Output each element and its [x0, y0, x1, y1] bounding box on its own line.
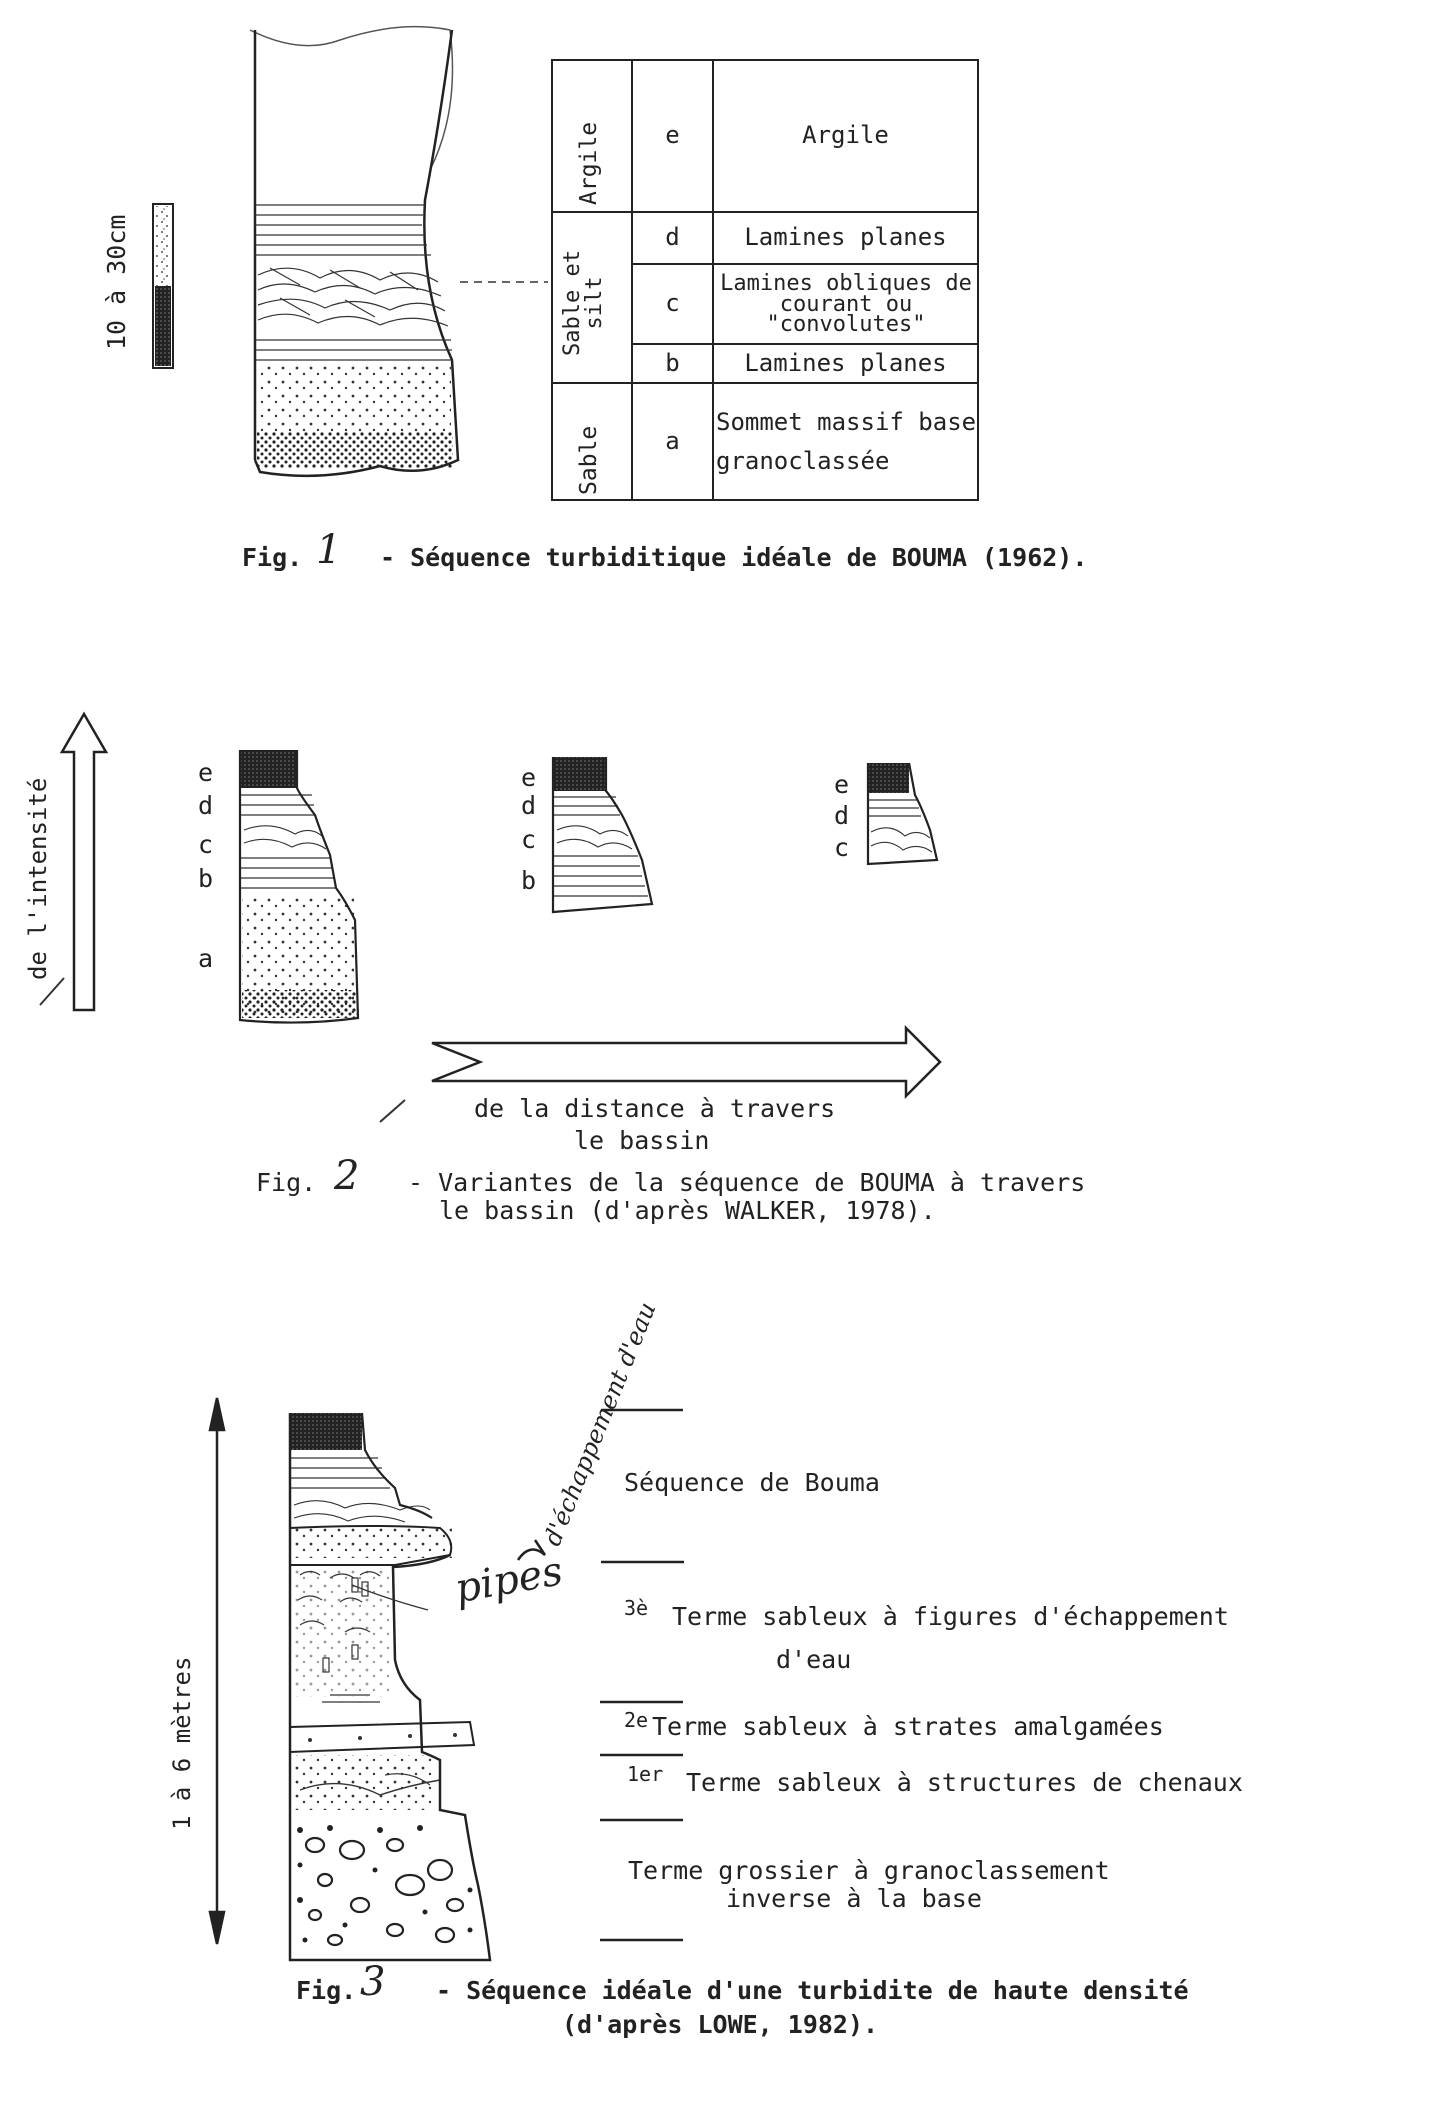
- fig1-column: [249, 25, 460, 478]
- fig2-distance-label-2: le bassin: [574, 1126, 710, 1155]
- fig3-caption-number: 3: [360, 1959, 386, 2005]
- fig1-caption-prefix: Fig.: [242, 543, 303, 572]
- fig2-col2-b: b: [521, 866, 537, 895]
- fig1-code-c: c: [665, 289, 680, 318]
- fig3-caption-line1: - Séquence idéale d'une turbidite de hau…: [436, 1976, 1189, 2005]
- fig1-group-sable: Sable: [576, 425, 602, 495]
- fig2-col3-d: d: [834, 801, 850, 830]
- fig3-term3-line2: d'eau: [776, 1645, 852, 1674]
- fig1-desc-c: Lamines obliques de courant ou "convolut…: [720, 270, 972, 338]
- fig2-col2-e: e: [521, 763, 537, 792]
- fig2-col1-e: e: [198, 758, 214, 787]
- fig2-column-1: [238, 750, 360, 1024]
- fig2-caption-prefix: Fig.: [256, 1168, 317, 1197]
- fig1-code-b: b: [665, 348, 680, 377]
- fig1-desc-d: Lamines planes: [744, 223, 947, 252]
- fig1-code-a: a: [665, 426, 680, 455]
- fig2-caption-line1: - Variantes de la séquence de BOUMA à tr…: [408, 1168, 1086, 1197]
- fig3-term-coarse-line2: inverse à la base: [726, 1884, 982, 1913]
- fig3-height-arrow: [208, 1397, 226, 1945]
- fig2-col1-c: c: [198, 830, 214, 859]
- fig3-term-coarse-line1: Terme grossier à granoclassement: [628, 1856, 1110, 1885]
- fig1-scale-label: 10 à 30cm: [102, 214, 131, 350]
- fig3-note-arrow: [516, 1539, 547, 1561]
- fig2-col1-a: a: [198, 944, 214, 973]
- fig2-column-3: [866, 762, 939, 866]
- fig1-desc-e: Argile: [802, 121, 889, 150]
- fig2-distance-tick: [379, 1099, 406, 1123]
- fig2-column-2: [551, 757, 654, 914]
- fig2-caption-line2: le bassin (d'après WALKER, 1978).: [439, 1196, 936, 1225]
- fig3-caption-line2: (d'après LOWE, 1982).: [562, 2010, 879, 2039]
- fig2-col3-e: e: [834, 770, 850, 799]
- fig1-caption-text: - Séquence turbiditique idéale de BOUMA …: [380, 543, 1088, 572]
- fig3-term1: Terme sableux à structures de chenaux: [686, 1768, 1243, 1797]
- fig1-code-e: e: [665, 121, 680, 150]
- fig2-col3-c: c: [834, 833, 850, 862]
- fig3-term3-line1: Terme sableux à figures d'échappement: [672, 1602, 1229, 1631]
- fig3-caption-prefix: Fig.: [296, 1976, 357, 2005]
- fig3-term2-superscript: 2e: [624, 1708, 649, 1732]
- fig3-height-label: 1 à 6 mètres: [168, 1656, 196, 1830]
- fig2-col1-b: b: [198, 864, 214, 893]
- fig2-distance-label-1: de la distance à travers: [474, 1094, 836, 1123]
- fig2-intensity-tick: [39, 977, 65, 1006]
- fig1-group-sable-silt: Sable et silt: [560, 250, 607, 356]
- fig2-distance-arrow: [431, 1024, 942, 1100]
- fig2-intensity-label: de l'intensité: [24, 777, 52, 980]
- fig3-term3-superscript: 3è: [624, 1596, 649, 1620]
- fig1-scale-bar: [152, 203, 174, 369]
- fig3-term1-superscript: 1er: [627, 1762, 664, 1786]
- fig1-caption-number: 1: [316, 527, 342, 573]
- fig3-term-bouma: Séquence de Bouma: [624, 1468, 880, 1497]
- fig3-term2: Terme sableux à strates amalgamées: [652, 1712, 1164, 1741]
- fig2-col1-d: d: [198, 791, 214, 820]
- fig3-column: [288, 1412, 492, 1962]
- fig1-group-argile: Argile: [576, 121, 602, 205]
- fig3-boundary-ticks: [600, 1408, 684, 1942]
- fig2-intensity-arrow: [59, 711, 109, 1012]
- fig2-col2-c: c: [521, 825, 537, 854]
- fig1-desc-b: Lamines planes: [744, 348, 947, 377]
- fig1-table: [551, 59, 979, 501]
- fig1-code-d: d: [665, 223, 680, 252]
- fig2-col2-d: d: [521, 791, 537, 820]
- fig2-caption-number: 2: [334, 1153, 360, 1199]
- fig1-desc-a: Sommet massif base granoclassée: [716, 408, 977, 475]
